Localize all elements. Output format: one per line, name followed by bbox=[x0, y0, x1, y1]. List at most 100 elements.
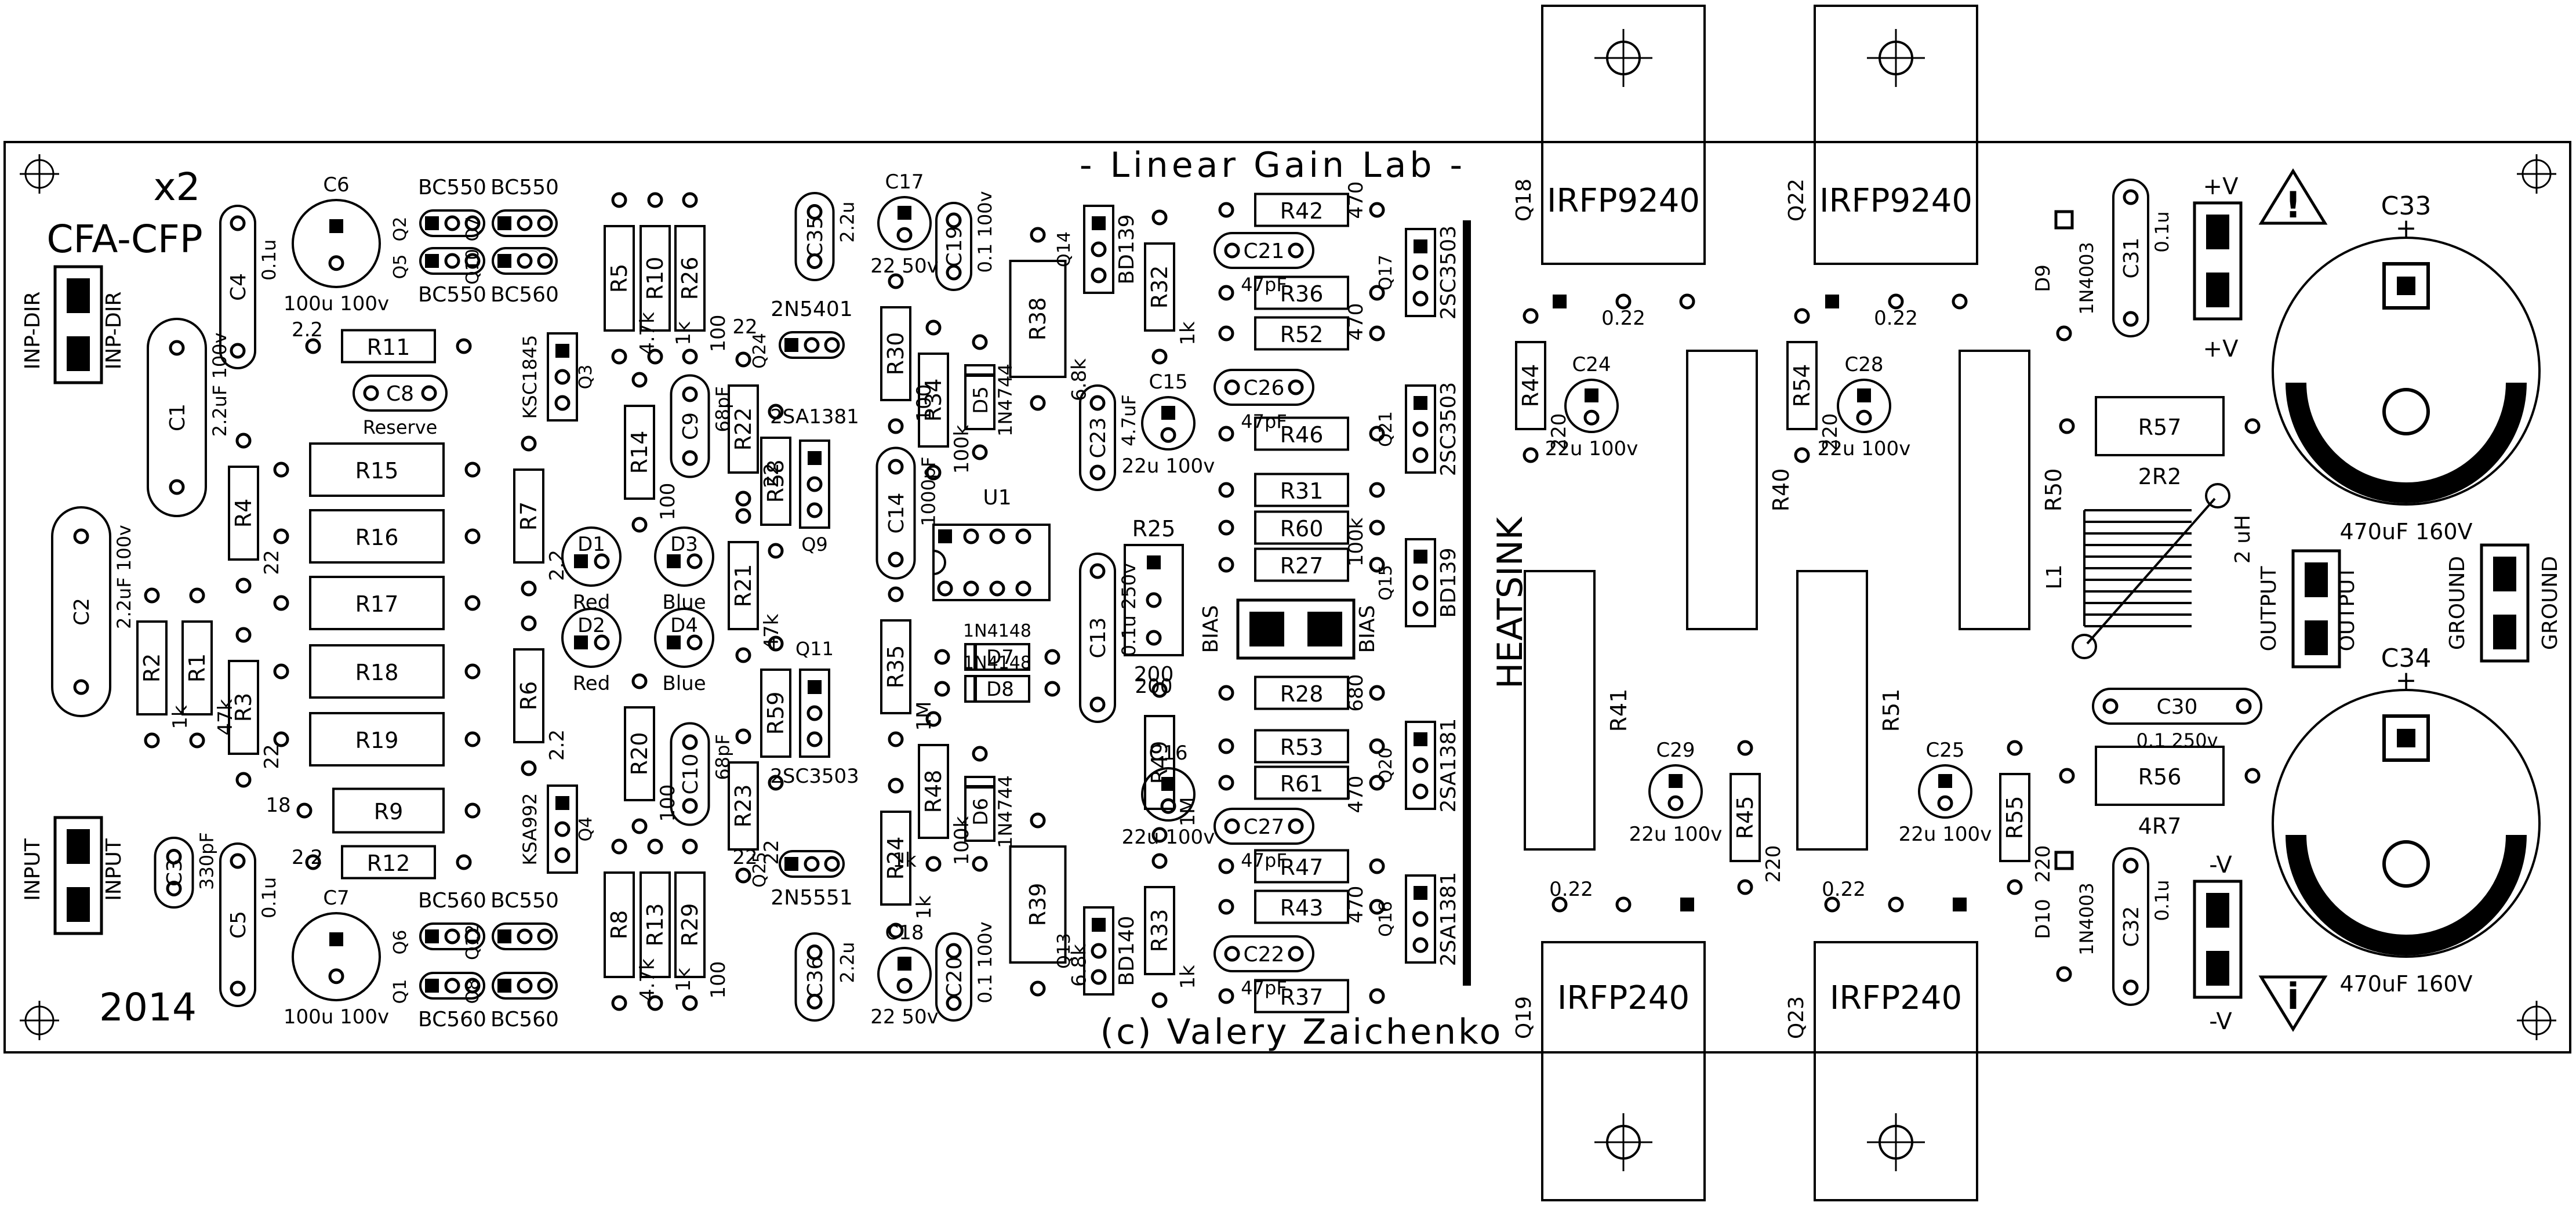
reference-designator: D4 bbox=[670, 614, 698, 637]
reference-designator: C24 bbox=[1572, 353, 1611, 376]
reference-designator: Q9 bbox=[801, 533, 828, 555]
pad bbox=[464, 462, 481, 478]
transistor-outline bbox=[799, 439, 830, 529]
pad bbox=[972, 444, 988, 460]
pad bbox=[682, 386, 698, 402]
reference-designator: C15 bbox=[1149, 370, 1187, 394]
capacitor-outline bbox=[670, 374, 710, 478]
pad bbox=[925, 711, 942, 727]
resistor-value: 6.8k bbox=[1068, 358, 1091, 401]
resistor-r15: R15 bbox=[273, 442, 481, 497]
resistor-r36: R36 bbox=[1218, 275, 1385, 310]
part-number: BD140 bbox=[1115, 916, 1139, 986]
capacitor-outline bbox=[1564, 379, 1619, 433]
reference-designator: Q6 bbox=[390, 930, 410, 955]
pad bbox=[2244, 418, 2261, 434]
pad bbox=[925, 856, 942, 872]
resistor-body bbox=[1254, 316, 1349, 351]
transistor-outline bbox=[547, 332, 578, 422]
resistor-body bbox=[640, 225, 671, 332]
pad bbox=[554, 847, 571, 863]
component-value: 470 bbox=[1345, 303, 1368, 341]
resistor-body bbox=[1796, 570, 1868, 851]
trimmer-value: 200 bbox=[1134, 663, 1174, 686]
reference-designator: Q16 bbox=[1376, 901, 1396, 937]
reference-designator: C7 bbox=[323, 887, 349, 910]
pad bbox=[444, 215, 460, 231]
reference-designator: Q13 bbox=[1054, 933, 1074, 969]
minus-v-connector bbox=[2193, 880, 2243, 999]
pad bbox=[1412, 264, 1429, 281]
reference-designator: C34 bbox=[2381, 644, 2432, 673]
reference-designator: R41 bbox=[1606, 689, 1632, 732]
part-number: BD139 bbox=[1115, 214, 1139, 284]
reference-designator: C28 bbox=[1844, 353, 1883, 376]
trimmer-outline bbox=[1124, 544, 1184, 656]
pad bbox=[1412, 575, 1429, 591]
capacitor-value: 22u 100v bbox=[1122, 455, 1215, 478]
resistor-body bbox=[228, 466, 259, 561]
reference-designator: Q21 bbox=[1376, 411, 1396, 447]
resistor-value: 1k bbox=[913, 895, 936, 920]
pad bbox=[946, 212, 962, 228]
capacitor-outline bbox=[1079, 384, 1116, 491]
part-number: BD139 bbox=[1437, 547, 1460, 617]
part-number: 2N5401 bbox=[771, 297, 852, 321]
resistor-r5: R54.7k bbox=[604, 192, 659, 365]
pad bbox=[896, 978, 913, 994]
pad bbox=[521, 580, 537, 597]
reference-designator: Q10 bbox=[463, 249, 483, 285]
capacitor-value: 47pF bbox=[1241, 411, 1287, 433]
resistor-value: 100k bbox=[950, 424, 973, 474]
reference-designator: R55 bbox=[2002, 796, 2028, 840]
reference-designator: Q20 bbox=[1376, 747, 1396, 783]
reference-designator: R1 bbox=[184, 653, 210, 683]
pad bbox=[1161, 777, 1175, 791]
pad bbox=[1412, 783, 1429, 800]
coil-lead bbox=[2086, 497, 2216, 645]
reference-designator: C21 bbox=[1244, 239, 1285, 263]
pad bbox=[647, 348, 663, 365]
resistor-body bbox=[1254, 729, 1349, 764]
pad bbox=[1412, 601, 1429, 617]
component-value: 1k bbox=[892, 849, 917, 872]
diode-part: 1N4003 bbox=[2076, 882, 2098, 956]
electrolytic-capacitor-c15: C15 22u 100v bbox=[1122, 370, 1215, 478]
transistor-outline bbox=[1405, 721, 1436, 810]
pad bbox=[230, 980, 246, 997]
diode-body bbox=[964, 776, 995, 842]
pad bbox=[273, 462, 289, 478]
pad bbox=[1288, 946, 1304, 962]
reference-designator: C23 bbox=[1087, 417, 1110, 459]
pad bbox=[1146, 592, 1162, 608]
part-number: IRFP9240 bbox=[1819, 182, 1972, 220]
capacitor-value: 0.1u 250v bbox=[1118, 563, 1140, 656]
pad bbox=[888, 778, 904, 794]
pad bbox=[73, 679, 89, 695]
reference-designator: D6 bbox=[969, 798, 993, 826]
mounting-hole-bottom-right bbox=[2517, 1001, 2556, 1040]
resistor-body bbox=[1009, 845, 1067, 964]
pad bbox=[166, 881, 182, 896]
pad bbox=[888, 418, 904, 434]
resistor-body bbox=[1254, 275, 1349, 310]
pad bbox=[166, 849, 182, 864]
pad bbox=[1412, 911, 1429, 927]
diode-body bbox=[964, 675, 1030, 703]
resistor-body bbox=[309, 712, 445, 767]
led-outline bbox=[654, 608, 714, 668]
